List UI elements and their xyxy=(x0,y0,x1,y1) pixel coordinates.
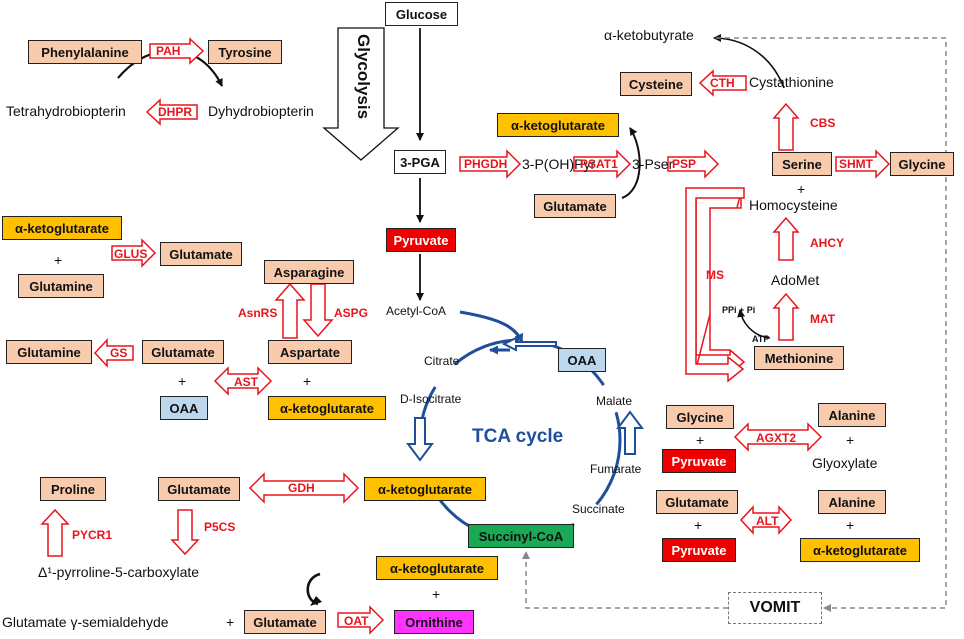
glycolysis-label: Glycolysis xyxy=(354,34,373,120)
cysteine-box: Cysteine xyxy=(620,72,692,96)
atp-label: ATP xyxy=(752,334,770,344)
plus-agxt-left: + xyxy=(696,432,705,448)
alt-enzyme-label: ALT xyxy=(756,514,779,528)
glutamate-alt-box: Glutamate xyxy=(656,490,738,514)
homocysteine-label: Homocysteine xyxy=(749,197,838,213)
d-isocitrate-label: D-Isocitrate xyxy=(400,392,462,406)
ast-enzyme-label: AST xyxy=(234,375,258,389)
tca-hollow-arrow-down xyxy=(406,417,434,462)
glutamate-gdh-box: Glutamate xyxy=(158,477,240,501)
plus-glus: + xyxy=(54,252,63,268)
oat-enzyme-label: OAT xyxy=(344,614,369,628)
pah-enzyme-label: PAH xyxy=(156,44,181,58)
succinyl-coa-box: Succinyl-CoA xyxy=(468,524,574,548)
psat1-enzyme-label: PSAT1 xyxy=(580,157,618,171)
3-pser-label: 3-Pser xyxy=(632,156,674,172)
glycolysis-arrow xyxy=(322,27,400,161)
glycine-box-top: Glycine xyxy=(890,152,954,176)
cth-enzyme-label: CTH xyxy=(710,76,735,90)
mat-enzyme-label: MAT xyxy=(810,312,836,326)
tetrahydrobiopterin-label: Tetrahydrobiopterin xyxy=(6,103,126,119)
glus-enzyme-label: GLUS xyxy=(114,247,148,261)
akg-box-left: α-ketoglutarate xyxy=(2,216,122,240)
aspartate-box: Aspartate xyxy=(268,340,352,364)
gdh-enzyme-label: GDH xyxy=(288,481,315,495)
akg-box-top: α-ketoglutarate xyxy=(497,113,619,137)
3-p-oh-pyr-label: 3-P(OH)Pyr xyxy=(522,156,596,172)
agxt2-enzyme-label: AGXT2 xyxy=(756,431,797,445)
vomit-box: VOMIT xyxy=(728,592,822,624)
glutamine-gs-box: Glutamine xyxy=(6,340,92,364)
dyhydrobiopterin-label: Dyhydrobiopterin xyxy=(208,103,314,119)
dhpr-enzyme-label: DHPR xyxy=(158,105,193,119)
plus-ornithine: + xyxy=(432,586,441,602)
glutamate-glus-box: Glutamate xyxy=(160,242,242,266)
plus-ast-left: + xyxy=(178,373,187,389)
alanine-agxt-box: Alanine xyxy=(818,403,886,427)
pyruvate-agxt-box: Pyruvate xyxy=(662,449,736,473)
pyruvate-box-top: Pyruvate xyxy=(386,228,456,252)
plus-agxt-right: + xyxy=(846,432,855,448)
tca-cycle-label: TCA cycle xyxy=(472,426,564,447)
phgdh-enzyme-label: PHGDH xyxy=(464,157,508,171)
glutamine-box-left: Glutamine xyxy=(18,274,104,298)
citrate-label: Citrate xyxy=(424,354,460,368)
malate-label: Malate xyxy=(596,394,633,408)
serine-box: Serine xyxy=(772,152,832,176)
plus-ast-right: + xyxy=(303,373,312,389)
alpha-ketobutyrate-label: α-ketobutyrate xyxy=(604,27,694,43)
tyrosine-box: Tyrosine xyxy=(208,40,282,64)
glucose-box: Glucose xyxy=(385,2,458,26)
tca-hollow-arrow-left xyxy=(501,336,557,352)
tca-hollow-arrow-up xyxy=(616,410,644,455)
aspg-enzyme-label: ASPG xyxy=(334,306,369,320)
oaa-box-left: OAA xyxy=(160,396,208,420)
gs-enzyme-label: GS xyxy=(110,346,128,360)
asnrs-enzyme-label: AsnRS xyxy=(238,306,278,320)
ms-enzyme-label: MS xyxy=(706,268,724,282)
gsa-label: Glutamate γ-semialdehyde xyxy=(2,614,169,630)
acetyl-coa-label: Acetyl-CoA xyxy=(386,304,447,318)
methionine-box: Methionine xyxy=(754,346,844,370)
glycine-agxt-box: Glycine xyxy=(666,405,734,429)
ms-hollow-arrow xyxy=(685,187,745,383)
asparagine-box: Asparagine xyxy=(264,260,354,284)
pyruvate-alt-box: Pyruvate xyxy=(662,538,736,562)
3-pga-box: 3-PGA xyxy=(394,150,446,174)
plus-oat: + xyxy=(226,614,235,630)
oaa-box-tca: OAA xyxy=(558,348,606,372)
glutamate-gs-box: Glutamate xyxy=(142,340,224,364)
ornithine-box: Ornithine xyxy=(394,610,474,634)
p5cs-enzyme-label: P5CS xyxy=(204,520,236,534)
akg-bottom-box: α-ketoglutarate xyxy=(376,556,498,580)
glutamate-psat-box: Glutamate xyxy=(534,194,616,218)
alanine-alt-box: Alanine xyxy=(818,490,886,514)
shmt-enzyme-label: SHMT xyxy=(839,157,873,171)
p5c-label: Δ¹-pyrroline-5-carboxylate xyxy=(38,564,200,580)
adomet-label: AdoMet xyxy=(771,272,820,288)
akg-ast-box: α-ketoglutarate xyxy=(268,396,386,420)
cystathionine-label: Cystathionine xyxy=(749,74,834,90)
ahcy-enzyme-label: AHCY xyxy=(810,236,845,250)
succinate-label: Succinate xyxy=(572,502,625,516)
glyoxylate-label: Glyoxylate xyxy=(812,455,878,471)
ppi-pi-label: PPi + Pi xyxy=(722,305,756,315)
cbs-enzyme-label: CBS xyxy=(810,116,836,130)
plus-alt-right: + xyxy=(846,517,855,533)
fumarate-label: Fumarate xyxy=(590,462,642,476)
glutamate-oat-box: Glutamate xyxy=(244,610,326,634)
proline-box: Proline xyxy=(40,477,106,501)
plus-alt-left: + xyxy=(694,517,703,533)
akg-gdh-box: α-ketoglutarate xyxy=(364,477,486,501)
pycr1-enzyme-label: PYCR1 xyxy=(72,528,113,542)
psp-enzyme-label: PSP xyxy=(672,157,697,171)
phenylalanine-box: Phenylalanine xyxy=(28,40,142,64)
plus-serine: + xyxy=(797,181,806,197)
akg-alt-box: α-ketoglutarate xyxy=(800,538,920,562)
